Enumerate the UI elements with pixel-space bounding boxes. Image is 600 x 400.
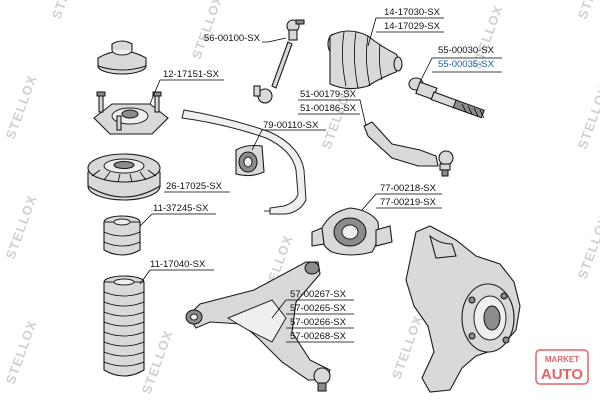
label-79-00110[interactable]: 79-00110-SX: [263, 120, 319, 131]
spring-seat-bearing: [87, 153, 161, 201]
label-11-17040[interactable]: 11-17040-SX: [150, 259, 206, 270]
label-57-00268[interactable]: 57-00268-SX: [290, 331, 347, 342]
label-55-00030[interactable]: 55-00030-SX: [438, 45, 495, 56]
bump-stop: [103, 215, 141, 256]
svg-text:STELLOX: STELLOX: [189, 0, 226, 61]
part-labels: 14-17030-SX 14-17029-SX 56-00100-SX 55-0…: [150, 7, 495, 342]
stabilizer-bushing: [235, 144, 265, 177]
svg-text:STELLOX: STELLOX: [49, 0, 86, 21]
svg-text:STELLOX: STELLOX: [3, 73, 40, 141]
label-56-00100[interactable]: 56-00100-SX: [204, 33, 261, 44]
svg-text:STELLOX: STELLOX: [3, 318, 40, 386]
steering-rack-boot: [327, 30, 403, 90]
label-55-00035[interactable]: 55-00035-SX: [438, 59, 495, 70]
label-57-00265[interactable]: 57-00265-SX: [290, 303, 347, 314]
label-57-00266[interactable]: 57-00266-SX: [290, 317, 347, 328]
label-14-17030[interactable]: 14-17030-SX: [384, 7, 441, 18]
label-11-37245[interactable]: 11-37245-SX: [153, 203, 209, 214]
svg-text:STELLOX: STELLOX: [575, 213, 600, 281]
stabilizer-bar: [181, 109, 307, 215]
label-77-00219[interactable]: 77-00219-SX: [380, 197, 437, 208]
label-14-17029[interactable]: 14-17029-SX: [384, 21, 441, 32]
tie-rod-end: [363, 121, 454, 177]
lower-control-arm: [185, 261, 331, 392]
strut-top-mount: [93, 91, 169, 135]
dust-boot-bellows: [103, 275, 145, 377]
market-auto-logo: MARKET AUTO: [535, 349, 589, 385]
svg-text:MARKET: MARKET: [545, 355, 579, 364]
label-12-17151[interactable]: 12-17151-SX: [163, 69, 220, 80]
label-26-17025[interactable]: 26-17025-SX: [166, 181, 223, 192]
svg-text:STELLOX: STELLOX: [3, 193, 40, 261]
label-77-00218[interactable]: 77-00218-SX: [380, 183, 437, 194]
leader-lines: [139, 17, 502, 343]
label-57-00267[interactable]: 57-00267-SX: [290, 289, 347, 300]
svg-text:STELLOX: STELLOX: [575, 83, 600, 151]
steering-knuckle: [405, 225, 521, 393]
label-51-00179[interactable]: 51-00179-SX: [300, 89, 357, 100]
stabilizer-link: [253, 19, 305, 104]
watermark-right: STELLOX STELLOX STELLOX: [575, 0, 600, 281]
label-51-00186[interactable]: 51-00186-SX: [300, 103, 357, 114]
svg-text:STELLOX: STELLOX: [389, 313, 426, 381]
svg-text:AUTO: AUTO: [541, 366, 584, 383]
inner-tie-rod: [408, 77, 485, 119]
watermark-left: STELLOX STELLOX STELLOX: [3, 73, 40, 386]
control-arm-bushing: [311, 207, 393, 256]
strut-mount-cap: [97, 40, 147, 75]
svg-text:STELLOX: STELLOX: [575, 0, 600, 21]
